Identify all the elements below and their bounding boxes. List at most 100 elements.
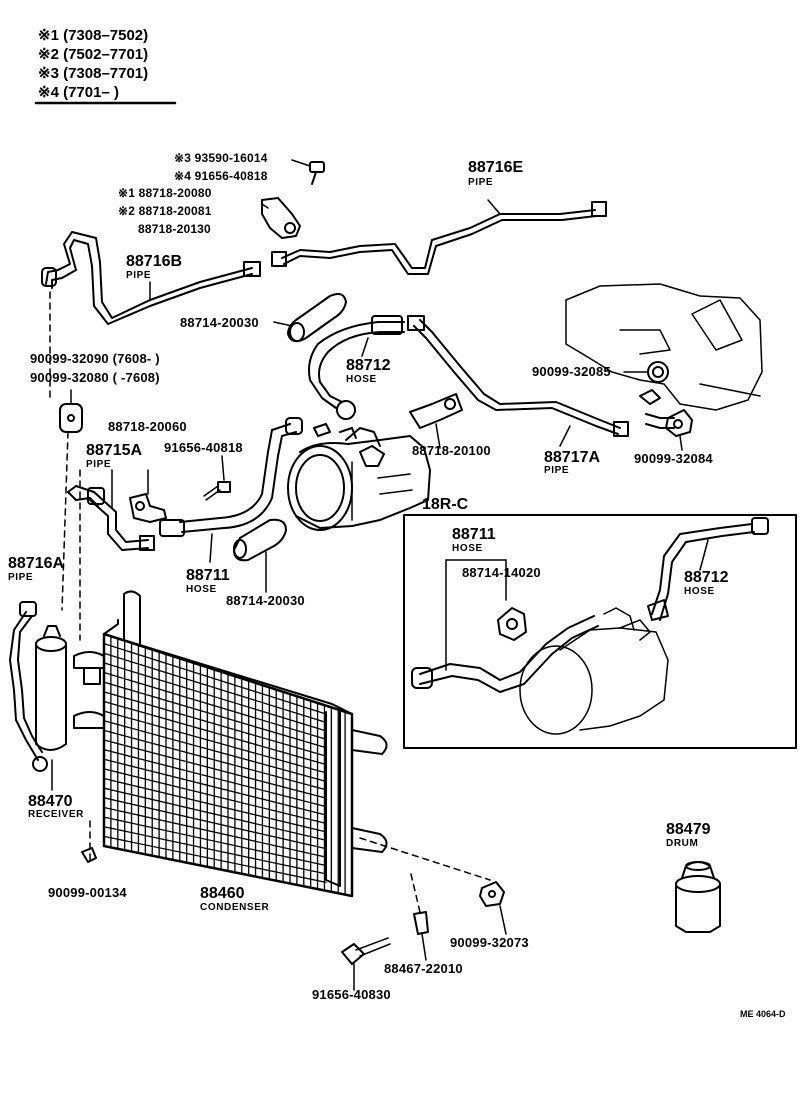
- condenser-tube: [103, 700, 327, 766]
- condenser-tube: [103, 748, 327, 808]
- grommet-90099-32090: [59, 389, 83, 433]
- label-88467-22010: 88467-22010: [384, 961, 463, 976]
- condenser-88460: [102, 590, 388, 898]
- condenser-tube: [103, 729, 327, 791]
- label-90099-32073: 90099-32073: [450, 935, 529, 950]
- label-88712-top: 88712: [346, 357, 391, 374]
- label-88711-main-sub: HOSE: [186, 584, 217, 595]
- label-88717A-sub: PIPE: [544, 465, 570, 476]
- bracket-88718-20100: [409, 393, 463, 449]
- condenser-fins: [103, 635, 346, 896]
- condenser-tube: [103, 681, 327, 749]
- bolt-91656-40830: [341, 937, 391, 991]
- legend-line-3: ※3 (7308–7701): [38, 65, 149, 82]
- condenser-tube: [103, 835, 327, 883]
- label-88716E-sub: PIPE: [468, 177, 494, 188]
- label-88470: 88470: [28, 793, 73, 810]
- condenser-tube: [103, 739, 327, 799]
- condenser-tube: [103, 720, 327, 782]
- condenser-tube: [103, 758, 327, 816]
- label-88712-box: 88712: [684, 569, 729, 586]
- hose-88712-top: [308, 315, 405, 420]
- inset-compressor: [519, 607, 669, 735]
- label-91656-mid: 91656-40818: [164, 440, 243, 455]
- label-88718-20060: 88718-20060: [108, 419, 187, 434]
- hose-88711-main: [159, 417, 303, 563]
- inset-hose-88711: [411, 559, 599, 693]
- label-88716B: 88716B: [126, 253, 183, 270]
- label-88711-box-sub: HOSE: [452, 543, 483, 554]
- condenser-tube: [103, 662, 327, 732]
- condenser-tube: [103, 691, 327, 757]
- label-88716A-sub: PIPE: [8, 572, 34, 583]
- label-88716B-sub: PIPE: [126, 270, 152, 281]
- label-88479-sub: DRUM: [666, 838, 699, 849]
- pipe-88715A: [67, 469, 155, 551]
- label-90099-32080: 90099-32080 ( -7608): [30, 370, 160, 385]
- legend-line-4: ※4 (7701– ): [38, 84, 119, 101]
- label-90099-32084: 90099-32084: [634, 451, 713, 466]
- condenser-tube: [103, 777, 327, 833]
- label-88711-box: 88711: [452, 526, 496, 543]
- inset-hose-88712: [647, 517, 769, 621]
- legend-line-2: ※2 (7502–7701): [38, 46, 149, 63]
- label-88715A-sub: PIPE: [86, 459, 112, 470]
- condenser-tube: [103, 806, 327, 858]
- label-88712-top-sub: HOSE: [346, 374, 377, 385]
- bolt-90099-00134: [81, 847, 97, 863]
- label-93590: ※3 93590-16014: [174, 151, 268, 165]
- condenser-tube: [103, 787, 327, 841]
- bracket-88718-20060: [129, 469, 167, 523]
- label-88718-20081: ※2 88718-20081: [118, 204, 212, 218]
- inset-box-18RC: [403, 514, 797, 749]
- label-88479: 88479: [666, 821, 711, 838]
- label-88711-main: 88711: [186, 567, 230, 584]
- pipe-88716B: [41, 231, 261, 325]
- label-88716E: 88716E: [468, 159, 524, 176]
- condenser-tube: [103, 768, 327, 825]
- label-88712-box-sub: HOSE: [684, 586, 715, 597]
- label-90099-32085: 90099-32085: [532, 364, 611, 379]
- receiver-clamps: [73, 651, 105, 729]
- receiver-88470: [35, 625, 67, 791]
- drum-88479: [675, 861, 721, 933]
- label-91656-top: ※4 91656-40818: [174, 169, 268, 183]
- bracket-88718-top: [261, 197, 301, 239]
- figure-code: ME 4064-D: [740, 1009, 786, 1019]
- bolt-93590: [291, 159, 325, 185]
- label-90099-00134: 90099-00134: [48, 885, 127, 900]
- condenser-tube: [103, 642, 327, 715]
- label-90099-32090: 90099-32090 (7608- ): [30, 351, 160, 366]
- label-88714-20030-top: 88714-20030: [180, 315, 259, 330]
- label-18RC: 18R-C: [422, 496, 469, 513]
- label-88718-20080: ※1 88718-20080: [118, 186, 212, 200]
- label-88460: 88460: [200, 885, 245, 902]
- grommet-88714-20030-top: [273, 293, 347, 343]
- grommet-90099-32084: [665, 409, 693, 451]
- condenser-tube: [103, 652, 327, 724]
- condenser-tube: [103, 826, 327, 875]
- label-91656-40830: 91656-40830: [312, 987, 391, 1002]
- pipe-88716E: [271, 199, 607, 275]
- pipe-88717A: [407, 315, 629, 447]
- label-88715A: 88715A: [86, 442, 143, 459]
- label-88718-20100: 88718-20100: [412, 443, 491, 458]
- label-88460-sub: CONDENSER: [200, 902, 270, 913]
- label-88716A: 88716A: [8, 555, 65, 572]
- condenser-tube: [103, 710, 327, 774]
- label-88717A: 88717A: [544, 449, 601, 466]
- engine-block: [565, 283, 763, 411]
- condenser-tube: [103, 816, 327, 867]
- label-88470-sub: RECEIVER: [28, 809, 84, 820]
- label-88718-20130: 88718-20130: [138, 222, 211, 236]
- bolt-91656-mid: [203, 455, 231, 501]
- grommet-90099-32073: [479, 881, 507, 935]
- condenser-tube: [103, 797, 327, 850]
- part-88467-22010: [413, 911, 429, 961]
- label-88714-14020: 88714-14020: [462, 565, 541, 580]
- pipe-88716A: [9, 601, 48, 772]
- compressor: [287, 423, 431, 531]
- label-88714-20030-bottom: 88714-20030: [226, 593, 305, 608]
